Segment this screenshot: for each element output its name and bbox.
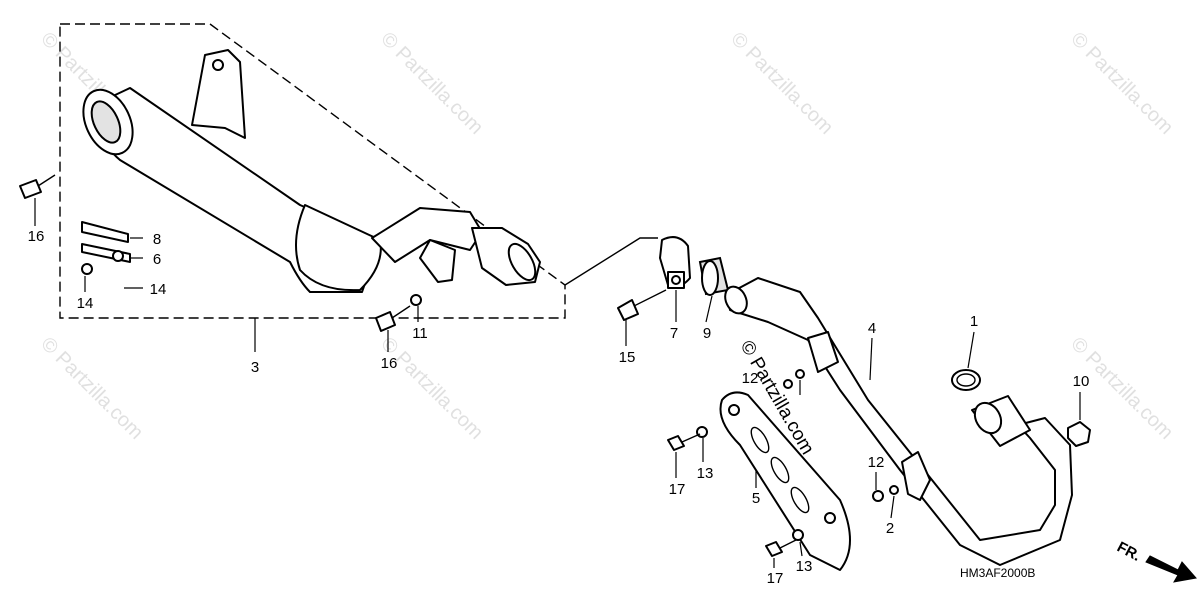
watermark: © Partzilla.com — [1066, 28, 1177, 139]
callout-16b: 16 — [381, 355, 398, 372]
callout-10: 10 — [1073, 373, 1090, 390]
callout-14b: 14 — [150, 281, 167, 298]
watermark: © Partzilla.com — [376, 28, 487, 139]
callout-12a: 12 — [742, 370, 759, 387]
bolt-part-16-mid — [375, 294, 422, 332]
watermark: © Partzilla.com — [726, 28, 837, 139]
clamp-band — [659, 236, 691, 289]
callout-4: 4 — [868, 320, 876, 337]
callout-6: 6 — [153, 251, 161, 268]
gasket-part-1-inner — [956, 373, 976, 387]
bolt-part-16-top — [19, 174, 56, 199]
diagram-code: HM3AF2000B — [960, 566, 1035, 580]
callout-7: 7 — [670, 325, 678, 342]
assembly-pipe-leader — [564, 237, 658, 286]
front-indicator: FR. — [1114, 539, 1197, 583]
callout-17a: 17 — [669, 481, 686, 498]
callout-3: 3 — [251, 359, 259, 376]
muffler — [82, 49, 541, 293]
callout-13a: 13 — [697, 465, 714, 482]
callout-17b: 17 — [767, 570, 784, 587]
heat-protector — [719, 391, 851, 571]
washers-and-bolts — [667, 369, 899, 557]
callout-8: 8 — [153, 231, 161, 248]
leader-lines — [34, 198, 1081, 568]
callout-11: 11 — [412, 325, 428, 342]
callout-5: 5 — [752, 490, 760, 507]
gasket-ring — [698, 256, 730, 296]
nut-part-10 — [1067, 421, 1091, 447]
callout-2: 2 — [886, 520, 894, 537]
callout-16a: 16 — [28, 228, 45, 245]
watermark: © Partzilla.com — [376, 333, 487, 444]
callout-1: 1 — [970, 313, 978, 330]
front-arrow-icon — [1145, 555, 1197, 583]
callout-14a: 14 — [77, 295, 94, 312]
watermark: © Partzilla.com — [36, 333, 147, 444]
exhaust-pipe — [724, 277, 1073, 566]
callout-15: 15 — [619, 349, 636, 366]
gasket-plates — [81, 221, 131, 275]
gasket-part-1 — [951, 369, 981, 391]
muffler-assembly-outline — [59, 23, 566, 319]
callout-numbers: 1 2 3 4 5 6 7 8 9 10 11 12 12 13 13 14 1… — [28, 228, 1090, 587]
callout-13b: 13 — [796, 558, 813, 575]
bolt-part-15 — [617, 289, 667, 321]
front-label: FR. — [1114, 539, 1143, 565]
callout-9: 9 — [703, 325, 711, 342]
callout-12b: 12 — [868, 454, 885, 471]
